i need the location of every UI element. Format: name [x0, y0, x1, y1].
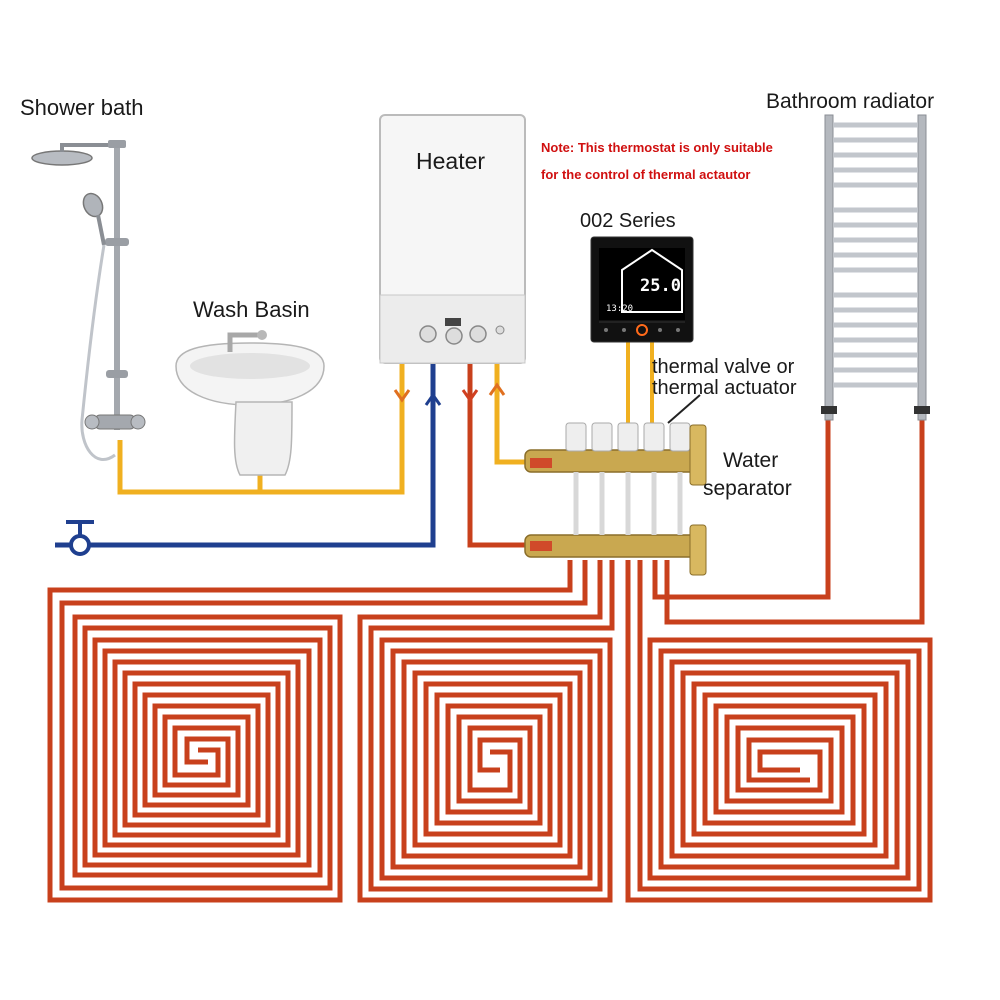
floor-heating-loops	[47, 420, 933, 903]
valve-pointer-line	[667, 394, 701, 424]
thermostat-temperature-readout: 25.0	[640, 276, 681, 296]
shower-bath-label: Shower bath	[20, 95, 144, 120]
radiator-illustration	[821, 114, 930, 421]
cold-water-valve	[66, 520, 94, 556]
water-separator-label-line1: Water	[723, 449, 779, 472]
floor-loop-middle-return	[368, 560, 615, 892]
heater-illustration	[379, 114, 526, 364]
floor-loop-left-return	[59, 560, 588, 891]
cold-water-pipe	[55, 362, 436, 548]
arrow-up-cold	[424, 392, 442, 406]
shower-illustration	[31, 140, 146, 461]
radiator-pipe-supply	[652, 420, 831, 600]
note-text-line2: for the control of thermal actautor	[541, 167, 751, 182]
heater-flow-pipe	[467, 362, 525, 548]
water-separator-illustration	[524, 422, 707, 576]
heater-return-pipe	[494, 362, 525, 465]
thermal-valve-label-line1: thermal valve or	[652, 356, 795, 378]
radiator-bars	[833, 122, 918, 388]
supply-pipes	[55, 342, 654, 548]
note-text-line1: Note: This thermostat is only suitable	[541, 140, 773, 155]
arrow-down-flow	[461, 389, 479, 403]
bathroom-radiator-label: Bathroom radiator	[766, 90, 935, 113]
series-label: 002 Series	[580, 210, 676, 232]
wash-basin-illustration	[175, 330, 325, 476]
actuator-heads	[565, 422, 691, 452]
thermal-valve-label-line2: thermal actuator	[652, 377, 797, 399]
heater-label: Heater	[416, 148, 486, 174]
wash-basin-label: Wash Basin	[193, 297, 310, 322]
radiator-pipe-return	[664, 420, 925, 625]
thermostat-time-readout: 13:20	[606, 304, 634, 314]
water-separator-label-line2: separator	[703, 477, 792, 500]
floor-loop-right-return	[637, 560, 922, 892]
floor-loop-middle	[357, 560, 613, 903]
flow-arrows	[393, 382, 506, 406]
thermostat-illustration	[590, 236, 694, 343]
arrow-up-return	[488, 382, 506, 396]
floor-loop-right	[625, 560, 933, 903]
arrow-down-hot	[393, 389, 411, 403]
floor-loop-left	[47, 560, 573, 903]
